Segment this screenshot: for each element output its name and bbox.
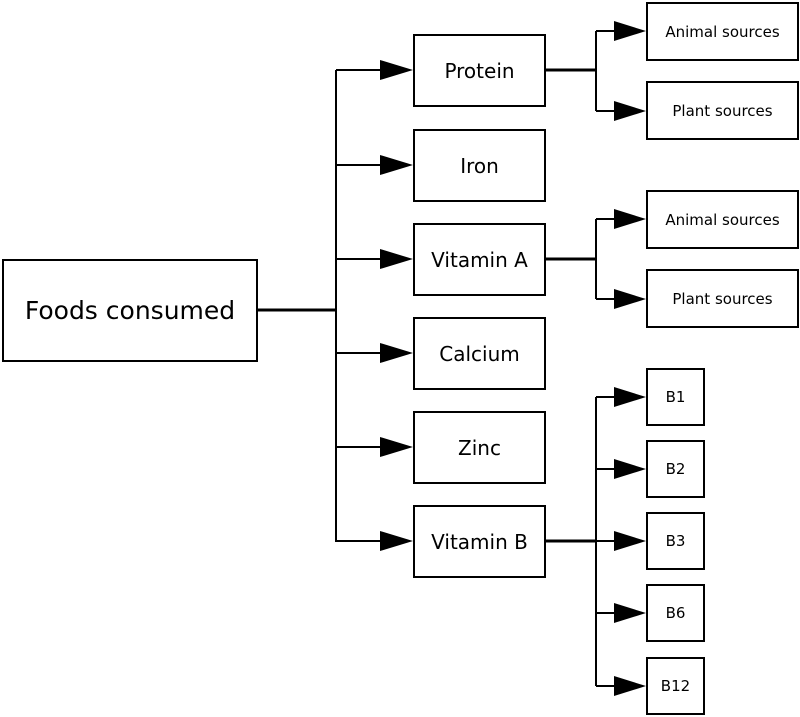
- arrowhead-protein: [380, 60, 413, 80]
- arrowhead-b1: [614, 387, 646, 407]
- node-b12: B12: [646, 657, 705, 715]
- node-b3: B3: [646, 512, 705, 570]
- arrowhead-vitamin-a-plant: [614, 289, 646, 309]
- arrowhead-vitamin-a-animal: [614, 209, 646, 229]
- node-vitamin-b: Vitamin B: [413, 505, 546, 578]
- arrowhead-b3: [614, 531, 646, 551]
- node-vitamin-a-animal-sources: Animal sources: [646, 190, 799, 249]
- node-zinc: Zinc: [413, 411, 546, 484]
- arrowhead-calcium: [380, 343, 413, 363]
- arrowhead-zinc: [380, 437, 413, 457]
- arrowhead-b2: [614, 459, 646, 479]
- arrowhead-vitamin-b: [380, 531, 413, 551]
- node-b6: B6: [646, 584, 705, 642]
- node-protein: Protein: [413, 34, 546, 107]
- arrowhead-vitamin-a: [380, 249, 413, 269]
- arrowhead-protein-animal: [614, 21, 646, 41]
- arrowhead-iron: [380, 155, 413, 175]
- arrowhead-b12: [614, 676, 646, 696]
- node-vitamin-a: Vitamin A: [413, 223, 546, 296]
- node-calcium: Calcium: [413, 317, 546, 390]
- node-vitamin-a-plant-sources: Plant sources: [646, 269, 799, 328]
- node-iron: Iron: [413, 129, 546, 202]
- node-protein-plant-sources: Plant sources: [646, 81, 799, 140]
- node-b2: B2: [646, 440, 705, 498]
- arrowhead-protein-plant: [614, 101, 646, 121]
- node-foods-consumed: Foods consumed: [2, 259, 258, 362]
- node-protein-animal-sources: Animal sources: [646, 2, 799, 61]
- node-b1: B1: [646, 368, 705, 426]
- arrowhead-b6: [614, 603, 646, 623]
